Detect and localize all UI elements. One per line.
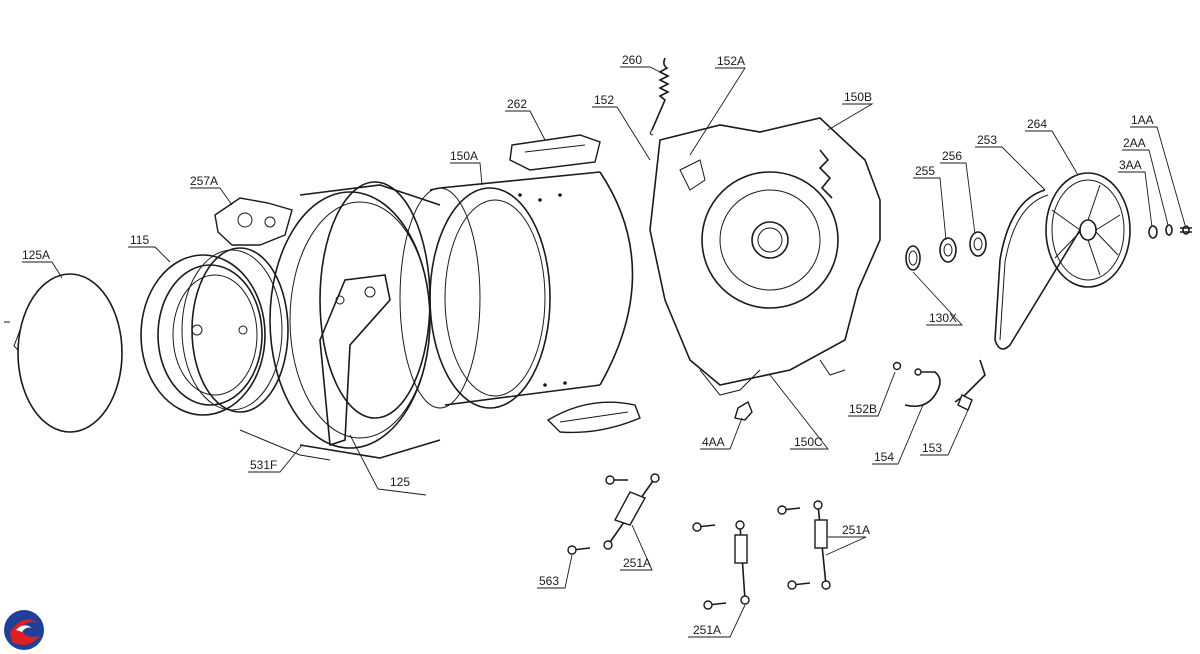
part-152B-sensor — [892, 361, 902, 371]
callout-4AA: 4AA — [702, 435, 725, 449]
part-pin-mid-b — [777, 505, 801, 515]
brand-swirl-logo-icon — [4, 610, 44, 650]
callout-262: 262 — [507, 97, 527, 111]
part-pin-bottom-b — [787, 580, 811, 590]
callout-152B: 152B — [849, 402, 877, 416]
callout-152: 152 — [594, 93, 614, 107]
part-4AA-clip — [734, 400, 753, 421]
callout-251A-bottom: 251A — [693, 623, 721, 637]
callout-labels: 125A 115 257A 531F 125 150A 262 152 260 … — [22, 53, 1154, 637]
callout-260: 260 — [622, 53, 642, 67]
callout-531F: 531F — [250, 458, 277, 472]
callout-153: 153 — [922, 441, 942, 455]
callout-125: 125 — [390, 475, 410, 489]
part-130X-seal — [905, 245, 921, 271]
callout-256: 256 — [942, 149, 962, 163]
part-154-wire-harness — [904, 368, 941, 408]
part-563-pin — [567, 545, 591, 555]
callout-152A: 152A — [717, 54, 745, 68]
part-pin-bottom-a — [703, 600, 727, 610]
part-251A-shock-absorber-2 — [734, 520, 750, 605]
part-115-front-ring — [140, 247, 289, 416]
callout-1AA: 1AA — [1131, 113, 1154, 127]
leader-lines — [22, 66, 1186, 638]
part-125A-door-seal — [4, 273, 123, 433]
part-255-bearing — [939, 237, 957, 263]
callout-150B: 150B — [844, 90, 872, 104]
callout-563: 563 — [539, 574, 559, 588]
part-2AA-nut — [1165, 224, 1173, 236]
part-264-pulley — [1045, 172, 1131, 288]
callout-150A: 150A — [450, 149, 478, 163]
callout-253: 253 — [977, 133, 997, 147]
part-262-cap — [509, 134, 601, 171]
callout-125A: 125A — [22, 248, 50, 262]
part-1AA-bolt — [1180, 225, 1192, 235]
part-251A-shock-absorber-1 — [603, 473, 660, 550]
part-bottom-cap — [546, 401, 641, 434]
part-260-spring — [649, 57, 670, 136]
callout-150C: 150C — [794, 435, 823, 449]
callout-255: 255 — [915, 164, 935, 178]
part-153-wire-harness — [954, 359, 986, 411]
part-3AA-washer — [1148, 225, 1158, 239]
callout-130X: 130X — [929, 311, 957, 325]
callout-154: 154 — [874, 450, 894, 464]
callout-264: 264 — [1027, 117, 1047, 131]
callout-115: 115 — [130, 233, 149, 247]
callout-251A-right: 251A — [842, 523, 870, 537]
part-257A-bracket — [214, 197, 293, 246]
part-256-bearing — [969, 231, 987, 257]
callout-2AA: 2AA — [1123, 136, 1146, 150]
part-251A-shock-absorber-3 — [813, 500, 831, 590]
callout-257A: 257A — [190, 174, 218, 188]
part-pin-top-a — [605, 475, 628, 485]
callout-251A-left: 251A — [623, 556, 651, 570]
part-150A-drum — [319, 171, 634, 419]
part-pin-mid-a — [692, 522, 716, 532]
part-253-belt — [994, 189, 1081, 350]
callout-3AA: 3AA — [1119, 158, 1142, 172]
part-150B-rear-tub — [649, 117, 881, 396]
